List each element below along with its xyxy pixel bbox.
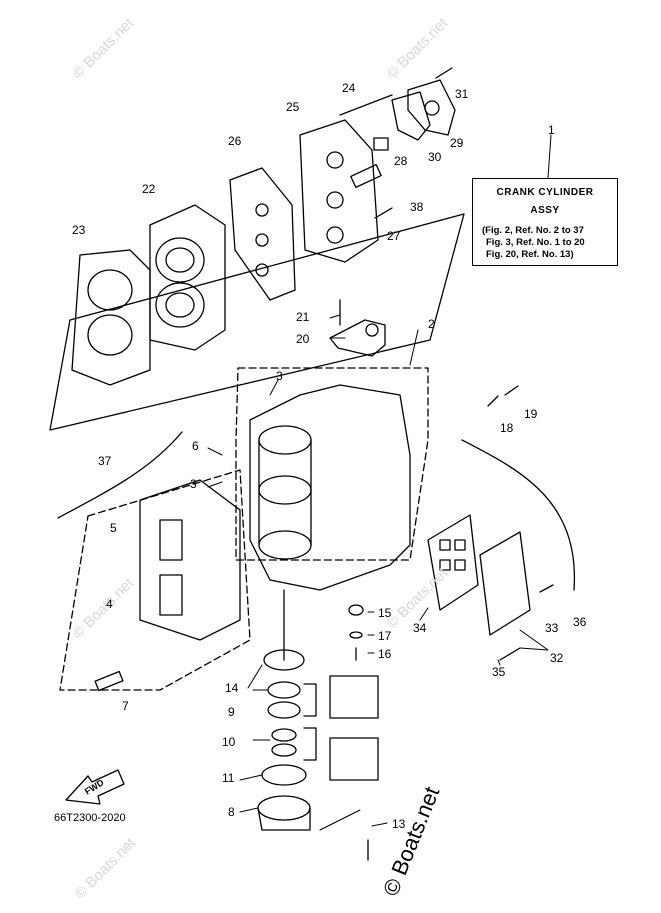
bolt-part-19: [504, 385, 519, 396]
callout-19: 19: [524, 407, 538, 421]
callout-34: 34: [413, 621, 427, 635]
crankcase-part-2: [249, 384, 411, 591]
callout-4: 4: [106, 597, 113, 611]
inset-bracket-lower: [303, 727, 317, 761]
group-bracket-upper: [49, 213, 465, 431]
callout-15: 15: [378, 606, 392, 620]
callout-37: 37: [98, 454, 112, 468]
title-line-1: CRANK CYLINDER: [496, 187, 594, 198]
callout-18: 18: [500, 421, 514, 435]
bolt-part-7: [94, 670, 124, 692]
bolt-part-33: [539, 584, 554, 593]
hose-bracket-part-18: [487, 395, 499, 407]
callout-17: 17: [378, 629, 392, 643]
callout-1: 1: [548, 123, 555, 137]
callout-3a: 3: [276, 369, 283, 383]
callout-6: 6: [192, 439, 199, 453]
callout-29: 29: [450, 136, 464, 150]
grommet-part-15: [348, 604, 364, 616]
inset-bracket-upper: [303, 683, 317, 717]
callout-33: 33: [545, 621, 559, 635]
callout-23: 23: [72, 223, 86, 237]
oring-part-11: [261, 764, 307, 786]
callout-24: 24: [342, 81, 356, 95]
head-gasket-part-23: [71, 249, 151, 386]
washer-part-17: [349, 631, 363, 639]
fitting-part-28: [373, 137, 389, 151]
cover-gasket-part-34: [427, 514, 479, 611]
bolt-part-31: [435, 67, 453, 79]
callout-31: 31: [455, 87, 469, 101]
dashed-box-crankcase: [235, 367, 429, 561]
seal-detail-inset-lower: [329, 737, 379, 781]
callout-32: 32: [550, 651, 564, 665]
callout-9: 9: [228, 705, 235, 719]
callout-10: 10: [222, 735, 236, 749]
stud-part-24: [339, 94, 393, 116]
callout-13: 13: [392, 817, 406, 831]
bolt-part-27: [374, 207, 393, 219]
callout-26: 26: [228, 134, 242, 148]
fwd-arrow-icon: [65, 769, 125, 805]
callout-14: 14: [225, 681, 239, 695]
title-ref-1: (Fig. 2, Ref. No. 2 to 37: [482, 225, 584, 236]
seal-part-9b: [267, 701, 301, 719]
bracket-part-20: [329, 319, 386, 357]
exhaust-cover-part-25: [299, 119, 379, 263]
leader-lines: [207, 134, 552, 831]
callout-3b: 3: [190, 477, 197, 491]
exhaust-gasket-part-26: [229, 167, 296, 301]
cylinder-block: [139, 479, 241, 641]
title-box: CRANK CYLINDER ASSY (Fig. 2, Ref. No. 2 …: [472, 178, 618, 266]
callout-30: 30: [428, 150, 442, 164]
dashed-box-cylinder: [59, 469, 251, 691]
callout-25: 25: [286, 100, 300, 114]
callout-27: 27: [387, 229, 401, 243]
seal-detail-inset-upper: [329, 675, 379, 719]
seal-housing-part-8: [257, 795, 311, 831]
side-cover-part-32: [479, 531, 531, 636]
sensor-part-38: [350, 163, 382, 189]
callout-8: 8: [228, 805, 235, 819]
callout-7: 7: [122, 699, 129, 713]
title-line-2: ASSY: [530, 205, 560, 216]
callout-20: 20: [296, 332, 310, 346]
callout-22: 22: [142, 182, 156, 196]
hose-part-37: [57, 431, 183, 519]
title-ref-3: Fig. 20, Ref. No. 13): [486, 249, 574, 260]
callout-16: 16: [378, 647, 392, 661]
title-ref-2: Fig. 3, Ref. No. 1 to 20: [486, 237, 585, 248]
hose-part-36: [461, 439, 575, 591]
seal-part-9a: [267, 681, 301, 699]
diagram-code: 66T2300-2020: [54, 812, 126, 824]
callout-38: 38: [410, 200, 424, 214]
callout-21: 21: [296, 310, 310, 324]
thermostat-cover-part-29: [407, 79, 456, 136]
seal-part-10a: [271, 728, 297, 742]
callout-2: 2: [428, 317, 435, 331]
callout-11: 11: [222, 771, 235, 785]
thermostat-gasket-part-30: [391, 91, 431, 141]
cylinder-head-part-22: [149, 204, 226, 351]
callout-28: 28: [394, 154, 408, 168]
callout-36: 36: [573, 615, 587, 629]
bolt-part-35: [499, 647, 521, 661]
callout-35: 35: [492, 665, 506, 679]
callout-5: 5: [110, 521, 117, 535]
seal-part-10b: [271, 743, 297, 757]
